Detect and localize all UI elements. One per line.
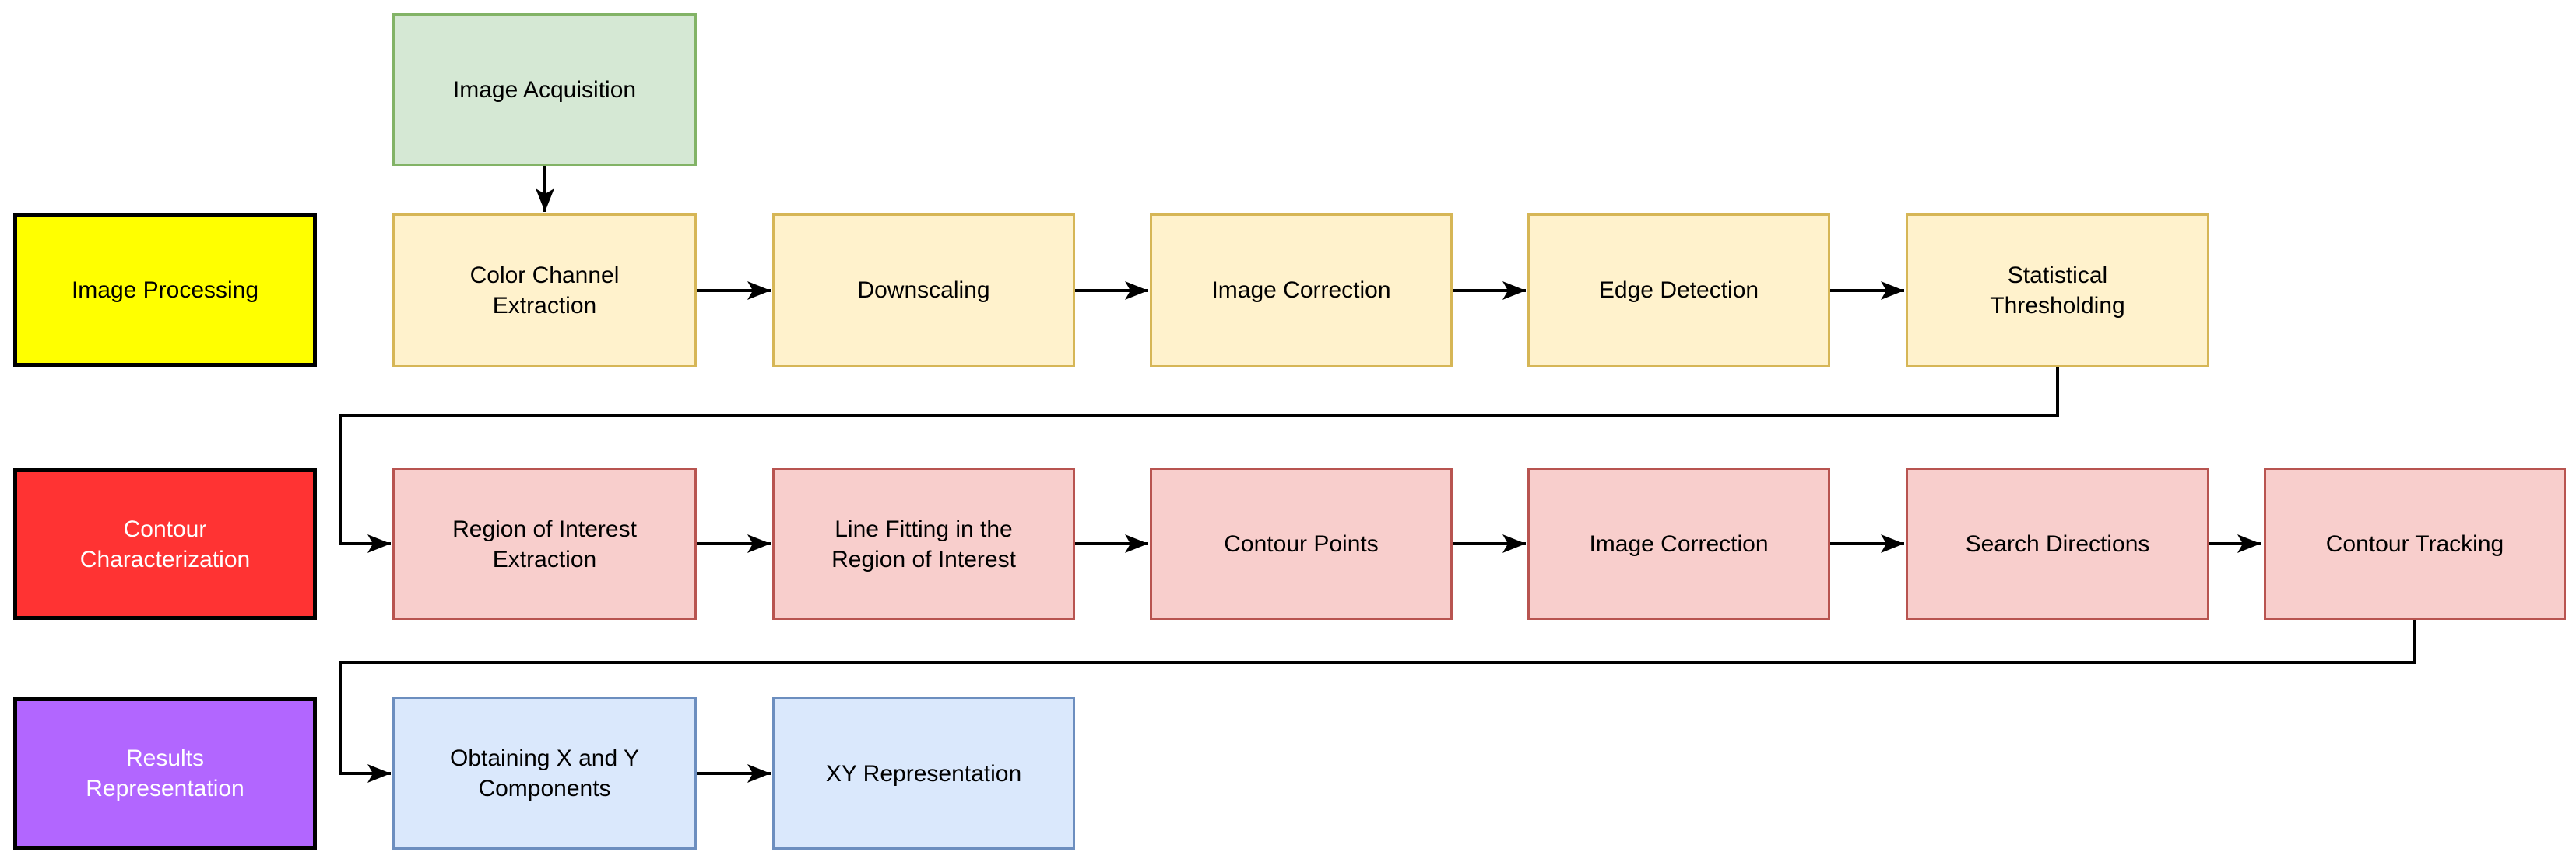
node-xy-representation: XY Representation [772, 697, 1075, 850]
node-label: XY Representation [825, 760, 1022, 787]
stage-label-text: Contour Characterization [79, 516, 251, 572]
node-label: Image Acquisition [452, 76, 637, 103]
node-search-directions: Search Directions [1906, 468, 2209, 620]
node-region-of-interest-extraction: Region of Interest Extraction [392, 468, 697, 620]
node-label: Region of Interest Extraction [452, 516, 637, 572]
node-label: Image Correction [1211, 277, 1391, 303]
node-obtaining-x-y-components: Obtaining X and Y Components [392, 697, 697, 850]
node-label: Obtaining X and Y Components [450, 745, 639, 801]
node-image-correction-2: Image Correction [1527, 468, 1830, 620]
node-image-correction-1: Image Correction [1150, 213, 1453, 367]
stage-label-contour-characterization: Contour Characterization [13, 468, 317, 620]
node-label: Contour Tracking [2325, 531, 2504, 557]
node-label: Image Correction [1589, 531, 1769, 557]
node-contour-tracking: Contour Tracking [2264, 468, 2566, 620]
node-label: Color Channel Extraction [469, 262, 620, 319]
node-label: Statistical Thresholding [1990, 262, 2125, 319]
node-edge-detection: Edge Detection [1527, 213, 1830, 367]
node-image-acquisition: Image Acquisition [392, 13, 697, 166]
node-label: Line Fitting in the Region of Interest [831, 516, 1016, 572]
node-label: Search Directions [1965, 531, 2150, 557]
stage-label-text: Results Representation [86, 745, 244, 801]
node-statistical-thresholding: Statistical Thresholding [1906, 213, 2209, 367]
node-label: Contour Points [1224, 531, 1379, 557]
node-label: Downscaling [857, 277, 990, 303]
node-contour-points: Contour Points [1150, 468, 1453, 620]
node-color-channel-extraction: Color Channel Extraction [392, 213, 697, 367]
node-label: Edge Detection [1598, 277, 1759, 303]
stage-label-text: Image Processing [71, 277, 259, 303]
node-downscaling: Downscaling [772, 213, 1075, 367]
node-line-fitting: Line Fitting in the Region of Interest [772, 468, 1075, 620]
stage-label-results-representation: Results Representation [13, 697, 317, 850]
stage-label-image-processing: Image Processing [13, 213, 317, 367]
